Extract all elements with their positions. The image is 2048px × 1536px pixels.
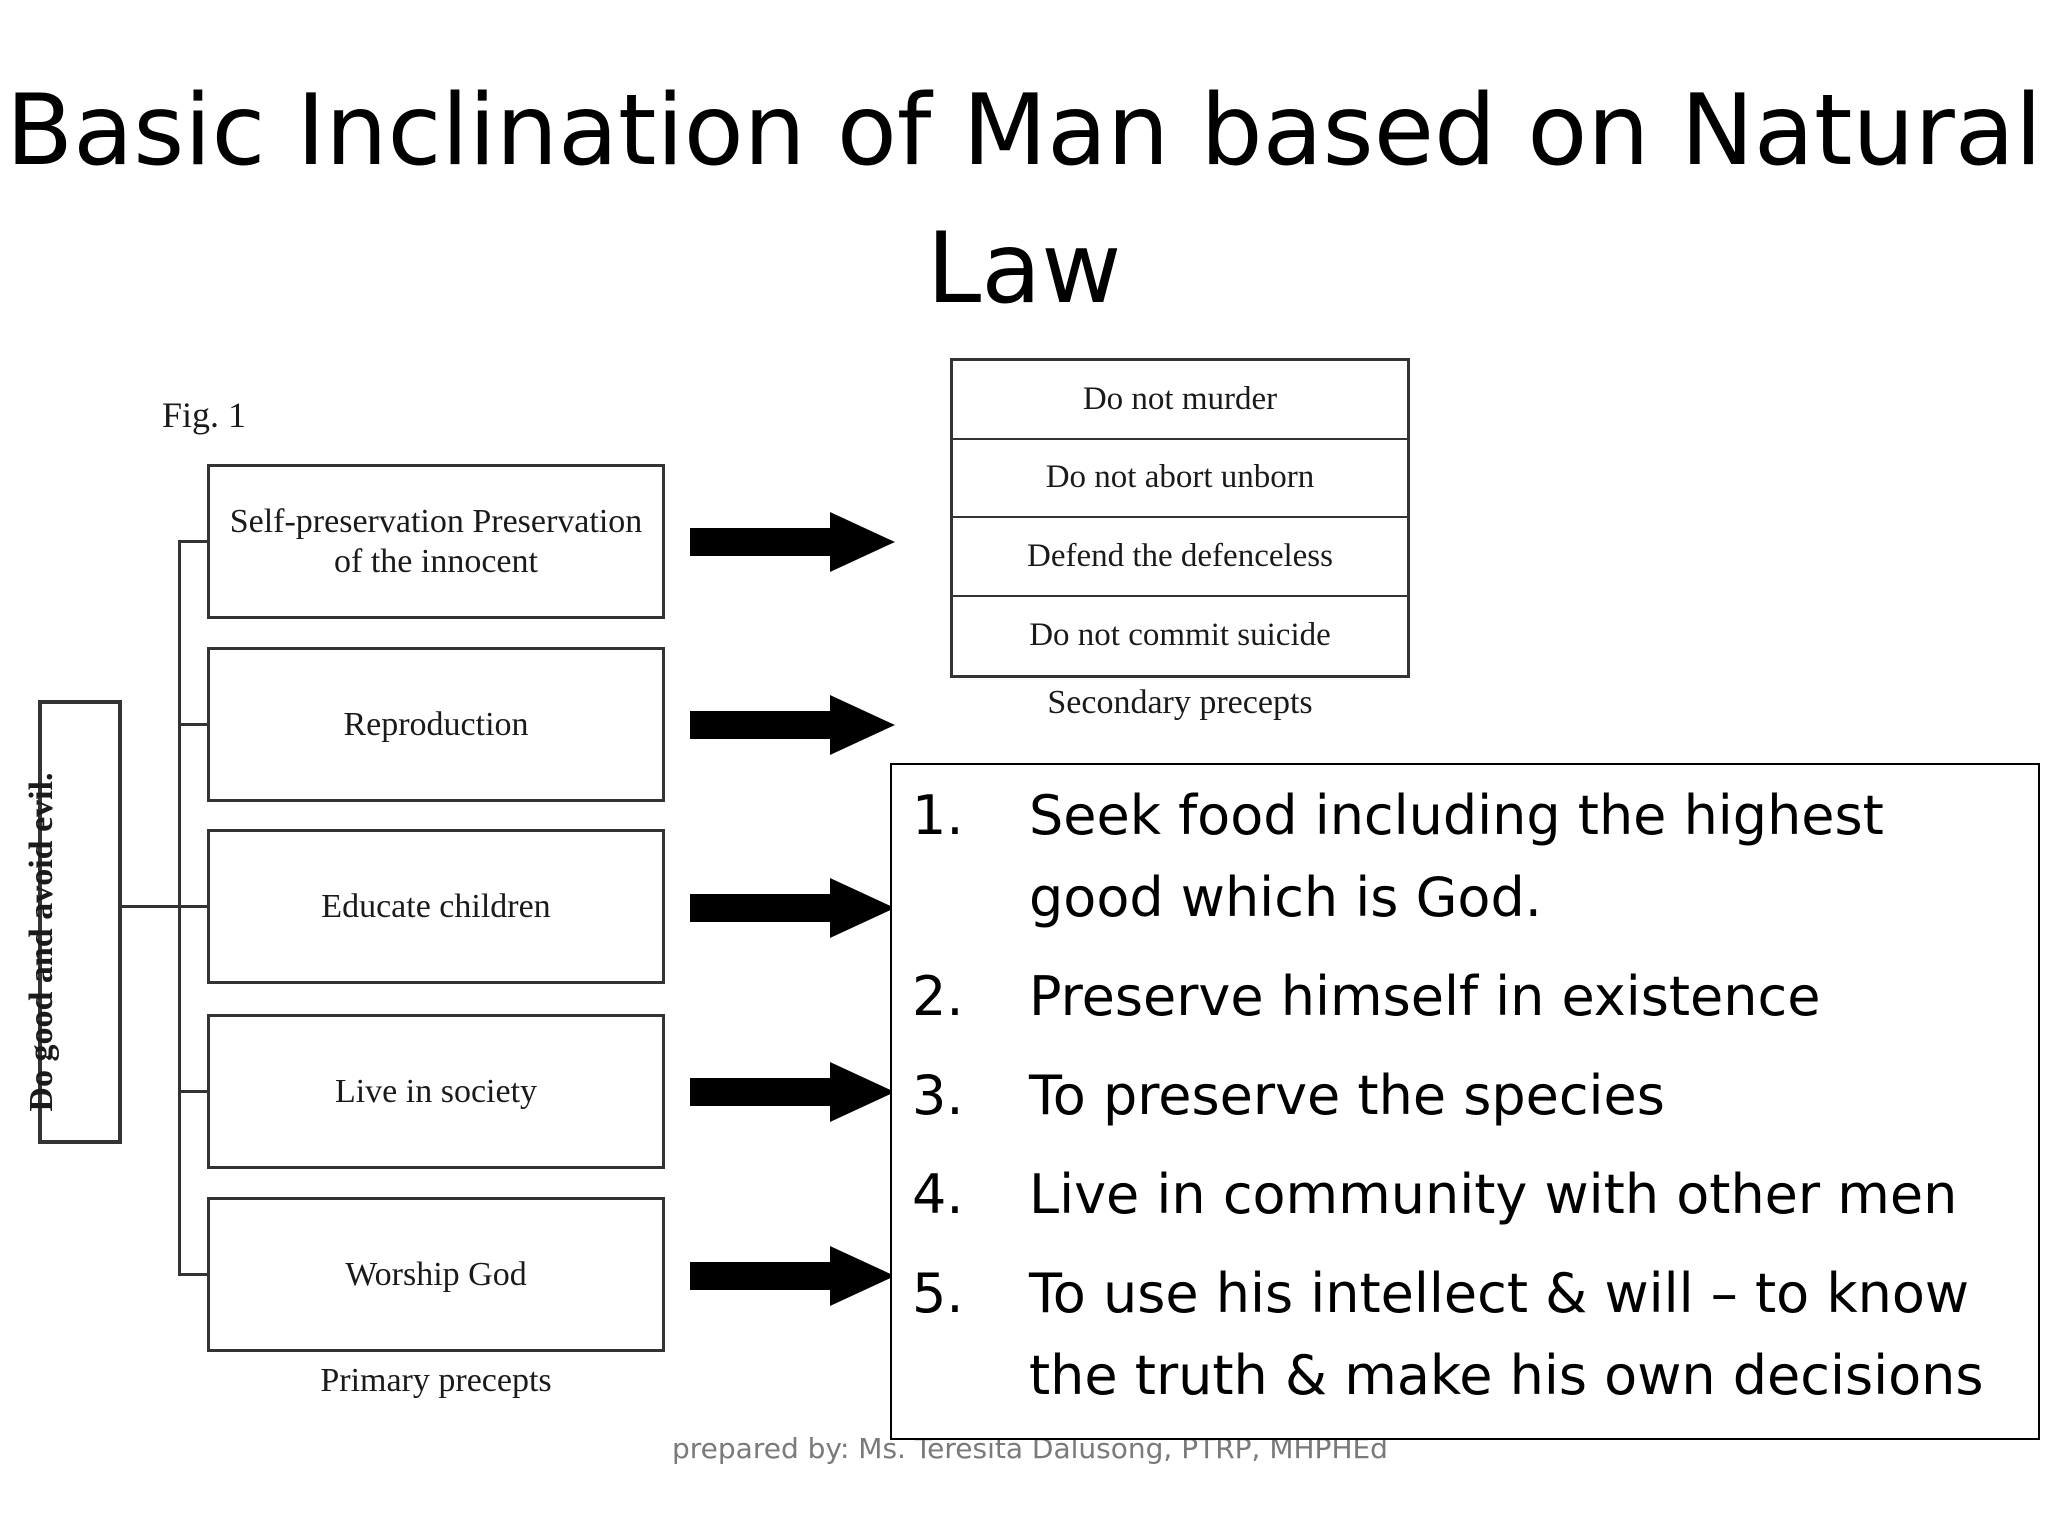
primary-caption: Primary precepts [320,1362,552,1399]
slide-title: Basic Inclination of Man based on Natura… [5,74,2043,326]
list-item-text: To preserve the species [1029,1064,1665,1127]
list-item-text-line: good which is God. [1029,866,1542,929]
list-item-number: 2. [912,965,964,1028]
list-item: 1. Seek food including the highest good w… [912,775,2018,939]
secondary-precept-row: Do not murder [953,361,1407,440]
figure-label: Fig. 1 [162,395,247,435]
primary-precept-box: Worship God [207,1197,665,1352]
secondary-caption: Secondary precepts [1047,684,1313,721]
right-arrow-icon [690,1062,895,1122]
right-arrow-icon [690,695,895,755]
list-item: 3. To preserve the species [912,1055,2018,1137]
list-item-number: 5. [912,1262,964,1325]
primary-precept-box: Educate children [207,829,665,984]
bracket-tick [178,905,207,908]
secondary-precepts-table: Do not murder Do not abort unborn Defend… [950,358,1410,678]
secondary-precept-row: Do not abort unborn [953,440,1407,518]
list-item-text: To use his intellect & will – to know the… [1029,1253,2018,1417]
list-item-text-line: the truth & make his own decisions [1029,1344,1984,1407]
list-item-text: Seek food including the highest good whic… [1029,775,2018,939]
right-arrow-icon [690,1246,895,1306]
secondary-precept-row: Defend the defenceless [953,518,1407,597]
primary-precept-box: Live in society [207,1014,665,1169]
list-item: 5. To use his intellect & will – to know… [912,1253,2018,1417]
root-connector [122,905,180,908]
bracket-tick [178,723,207,726]
primary-precept-box: Reproduction [207,647,665,802]
list-item-text-line: To use his intellect & will – to know [1029,1262,1970,1325]
right-arrow-icon [690,512,895,572]
bracket-tick [178,1273,207,1276]
list-item-number: 3. [912,1064,964,1127]
secondary-precept-row: Do not commit suicide [1029,617,1331,654]
inclinations-list-box: 1. Seek food including the highest good w… [890,763,2040,1440]
right-arrow-icon [690,878,895,938]
bracket-tick [178,1090,207,1093]
list-item-number: 4. [912,1163,964,1226]
bracket-tick [178,540,207,543]
list-item-text: Preserve himself in existence [1029,965,1821,1028]
list-item-number: 1. [912,784,964,847]
root-precept-box [38,700,122,1144]
list-item-text-line: Seek food including the highest [1029,784,1884,847]
list-item-text: Live in community with other men [1029,1163,1958,1226]
primary-precept-box: Self-preservation Preservation of the in… [207,464,665,619]
list-item: 4. Live in community with other men [912,1154,2018,1236]
root-precept-label: Do good and avoid evil. [23,772,60,1112]
list-item: 2. Preserve himself in existence [912,956,2018,1038]
